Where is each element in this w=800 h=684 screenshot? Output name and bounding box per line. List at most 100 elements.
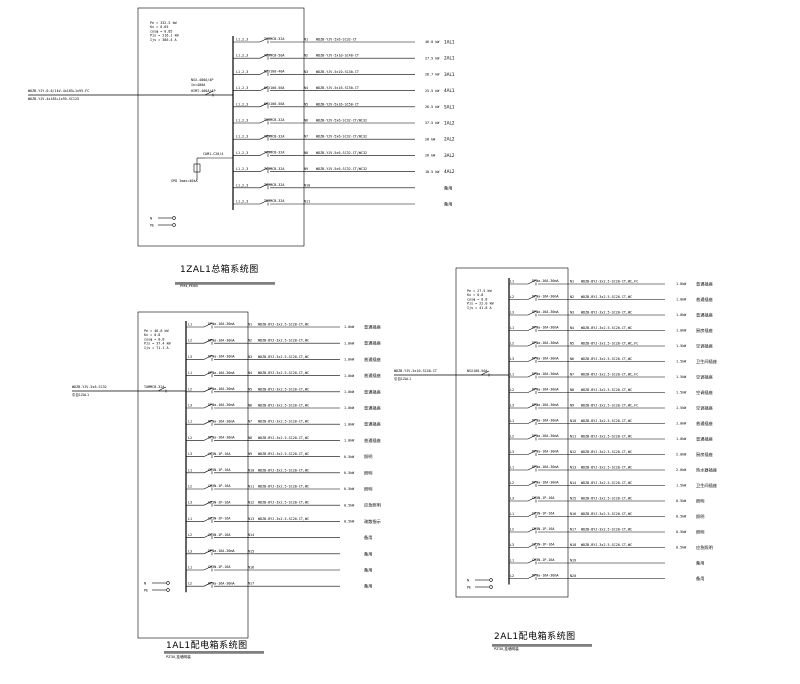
branch-circuit: N11: [304, 200, 310, 204]
branch-circuit: N14: [248, 533, 254, 537]
branch-power: 0.5kW: [676, 546, 687, 550]
branch-power: 25.5 kW: [425, 89, 440, 93]
branch-breaker: DPNa-16A-30mA: [532, 465, 559, 469]
legend-terminal: [172, 223, 176, 227]
branch-destination: 照明: [364, 454, 372, 460]
branch-breaker-symbol: [527, 481, 537, 487]
main-breaker-label: HIMT-400A/4P: [191, 89, 216, 93]
branch-breaker: DPNa-16A-30mA: [532, 295, 559, 299]
branch-breaker-symbol: [527, 558, 537, 565]
branch-power: 1.5kW: [676, 375, 687, 379]
branch-circuit: N4: [248, 371, 252, 375]
branch-breaker-symbol: [259, 134, 269, 141]
panel-subtitle: PZ30,挂墙明装: [166, 654, 191, 659]
branch-power: 0.5kW: [344, 487, 355, 491]
branch-circuit: N15: [248, 549, 254, 553]
branch-breaker-symbol: [527, 357, 537, 363]
branch-breaker-symbol: [259, 118, 269, 125]
branch-circuit: N11: [248, 485, 254, 489]
branch-breaker: DPNa-16A-30mA: [532, 372, 559, 376]
panel-param: Kx = 0.8: [144, 333, 160, 337]
branch-phase: L2: [188, 582, 192, 586]
panel-param: Pjs = 37.4 kW: [144, 342, 171, 346]
legend-terminal: [166, 588, 170, 592]
branch-breaker-symbol: [203, 403, 213, 410]
branch-breaker: DPNa-16A-30mA: [208, 436, 235, 440]
branch-breaker: C65N-1P-16A: [208, 500, 230, 504]
branch-power: 1.0kW: [676, 422, 687, 426]
branch-destination: 备用: [364, 550, 372, 557]
panel-subtitle: PZ30,挂墙明装: [494, 646, 519, 651]
branch-phase: L1: [188, 566, 192, 570]
branch-phase: L2: [510, 435, 514, 439]
panel-enclosure-2al1: [455, 267, 569, 598]
branch-breaker: DPNa-16A-30mA: [532, 434, 559, 438]
branch-cable: WDZB-BYJ-3x2.5-SC20-CT,WC: [581, 512, 632, 516]
branch-phase: L3: [188, 404, 192, 408]
branch-phase: L1,2,3: [236, 151, 248, 155]
branch-phase: L1,2,3: [236, 54, 248, 58]
branch-power: 0.5kW: [676, 530, 687, 534]
branch-breaker: DPNa-16A-30mA: [532, 419, 559, 423]
branch-circuit: N4: [304, 86, 308, 90]
branch-breaker-symbol: [527, 295, 537, 301]
spd-label: CAM1-C20/4: [203, 152, 223, 156]
panel-param: Pjs = 216.1 kW: [150, 34, 180, 38]
branch-destination: 普通插座: [364, 372, 381, 379]
branch-breaker-symbol: [203, 549, 213, 556]
branch-phase: L2: [510, 388, 514, 392]
branch-cable: WDZB-BYJ-3x2.5-SC20-CT,WC: [581, 481, 632, 485]
legend-terminal: [172, 216, 176, 220]
branch-circuit: N1: [248, 323, 252, 327]
branch-breaker-symbol: [259, 167, 269, 174]
branch-phase: L1: [510, 326, 514, 330]
branch-breaker: DPNa-16A-30mA: [208, 387, 235, 391]
branch-breaker: TAMMCB-32A: [264, 199, 284, 203]
legend-terminal: [489, 578, 493, 582]
branch-power: 1.5kW: [676, 484, 687, 488]
panel-param: Pe = 27.5 kW: [467, 289, 492, 293]
branch-destination: 5AL1: [444, 104, 455, 109]
branch-circuit: N8: [304, 151, 308, 155]
branch-circuit: N6: [304, 119, 308, 123]
panel-param: Kx = 0.8: [467, 293, 483, 297]
branch-breaker-symbol: [527, 403, 537, 410]
branch-cable: WDZB-BYJ-3x2.5-SC20-CT,WC: [581, 497, 632, 501]
branch-circuit: N12: [570, 450, 576, 454]
branch-breaker-symbol: [203, 322, 213, 329]
branch-breaker: DPNa-16A-30mA: [532, 310, 559, 314]
branch-circuit: N5: [570, 342, 574, 346]
branch-phase: L1: [510, 512, 514, 516]
panel-param: Pe = 332.5 kW: [150, 21, 177, 25]
legend-pe: PE: [150, 224, 154, 228]
branch-phase: L3: [510, 450, 514, 454]
branch-cable: WDZB-YJV-5x6-SC32-CT/WC32: [316, 167, 367, 171]
branch-breaker-symbol: [527, 465, 537, 472]
branch-power: 1.5kW: [676, 391, 687, 395]
branch-circuit: N16: [248, 566, 254, 570]
branch-cable: WDZB-BYJ-3x2.5-SC20-CT,WC: [258, 468, 309, 472]
branch-cable: WDZB-YJV-5x16-SC50-CT: [316, 102, 359, 106]
branch-circuit: N18: [570, 543, 576, 547]
branch-circuit: N10: [570, 419, 576, 423]
branch-breaker: DPNa-16A-30mA: [208, 371, 235, 375]
branch-breaker: C65N-1P-16A: [208, 565, 230, 569]
branch-breaker-symbol: [203, 436, 213, 442]
branch-power: 26 kW: [425, 154, 436, 158]
branch-breaker-symbol: [203, 387, 213, 394]
branch-breaker-symbol: [203, 484, 213, 491]
branch-cable: WDZB-YJV-5x6-SC32-CT: [316, 38, 357, 42]
branch-destination: 卫生间插座: [696, 482, 717, 489]
branch-cable: WDZB-BYJ-3x2.5-SC20-CT,WC: [581, 311, 632, 315]
branch-phase: L1,2,3: [236, 200, 248, 204]
branch-power: 28 kW: [425, 137, 436, 141]
branch-breaker: DPNa-16A-30mA: [532, 574, 559, 578]
branch-cable: WDZB-BYJ-3x2.5-SC20-CT,WC: [258, 387, 309, 391]
branch-breaker: TAMMCB-32A: [264, 167, 284, 171]
branch-circuit: N10: [304, 183, 310, 187]
incoming-cable-label: WDZB-YJV-5x6-SC32: [72, 385, 107, 389]
branch-breaker-symbol: [527, 326, 537, 332]
branch-circuit: N13: [570, 466, 576, 470]
branch-phase: L3: [510, 543, 514, 547]
